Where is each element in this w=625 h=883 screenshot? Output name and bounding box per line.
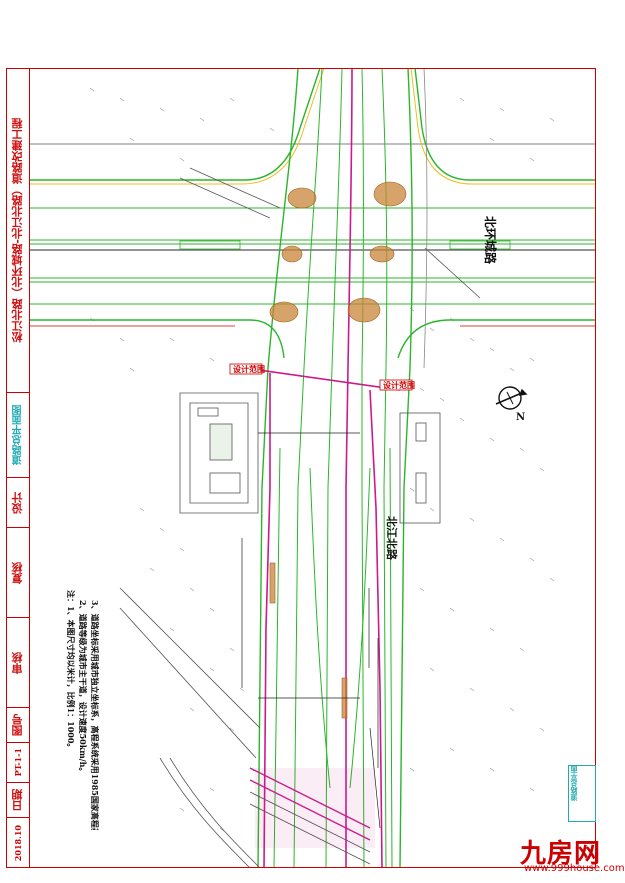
audit-label: 审核 — [11, 651, 24, 674]
date-label: 日期 — [11, 789, 24, 811]
notes-block: 注：1、本图尺寸均以米计，比例1：1000。 2、道路等级为城市主干道，设计速度… — [66, 590, 100, 830]
drawing-name-cell: 道路总平面图 — [6, 393, 30, 478]
project-title-cell: 松江北路（北环城路-北江北路）道路改建工程 — [6, 68, 30, 393]
date-value: 2018.10 — [13, 824, 23, 862]
design-boundary-label-right: 设计范围 — [383, 380, 415, 390]
project-title: 松江北路（北环城路-北江北路）道路改建工程 — [11, 117, 24, 343]
road-plan-drawing: 北环城路 北江北路 N 设计范围 设计范围 — [30, 68, 596, 868]
title-block: 松江北路（北环城路-北江北路）道路改建工程 道路总平面图 设计 复核 审核 图号… — [6, 68, 30, 868]
road-label-north-ring: 北环城路 — [483, 216, 498, 265]
note-line-2: 2、道路等级为城市主干道，设计速度50km/h。 — [78, 600, 88, 775]
dimension-lines — [241, 432, 381, 829]
design-boundary-tag-right: 设计范围 — [379, 379, 415, 391]
drawing-no-cell: PT-1-1 — [6, 743, 30, 783]
design-cell: 设计 — [6, 478, 30, 528]
cross-road-north-ring — [30, 68, 596, 359]
drawing-name: 道路总平面图 — [12, 405, 24, 465]
road-label-beijiang-north: 北江北路 — [385, 516, 399, 561]
watermark-url: www.999house.com — [524, 863, 625, 874]
north-arrow-label: N — [516, 412, 525, 423]
drawing-frame — [6, 68, 596, 868]
drawing-no-label: 图号 — [11, 714, 24, 736]
north-arrow-icon — [495, 386, 528, 410]
stamp-text: 道路总平面 — [570, 766, 578, 801]
review-label: 复核 — [11, 561, 24, 584]
audit-cell: 审核 — [6, 618, 30, 708]
watermark: 九房网 www.999house.com — [520, 833, 625, 874]
bridge-bottom — [249, 767, 375, 865]
drawing-no: PT-1-1 — [13, 748, 23, 777]
buildings-left — [179, 392, 259, 514]
date-cell: 2018.10 — [6, 818, 30, 868]
design-boundary-tag-left: 设计范围 — [229, 363, 265, 375]
design-boundary — [244, 367, 401, 868]
note-line-3: 3、道路坐标采用城市独立坐标系，高程系统采用1985国家高程基准。 — [90, 600, 100, 830]
date-label-cell: 日期 — [6, 783, 30, 818]
design-boundary-label-left: 设计范围 — [233, 364, 265, 374]
note-line-1: 注：1、本图尺寸均以米计，比例1：1000。 — [66, 590, 76, 751]
review-cell: 复核 — [6, 528, 30, 618]
watermark-brand: 九房网 — [520, 839, 602, 869]
stamp: 道路总平面 — [568, 765, 596, 822]
buildings-right — [399, 412, 441, 524]
drawing-no-label-cell: 图号 — [6, 708, 30, 743]
side-roads — [119, 167, 481, 868]
design-label: 设计 — [11, 491, 24, 514]
main-road — [257, 68, 428, 868]
